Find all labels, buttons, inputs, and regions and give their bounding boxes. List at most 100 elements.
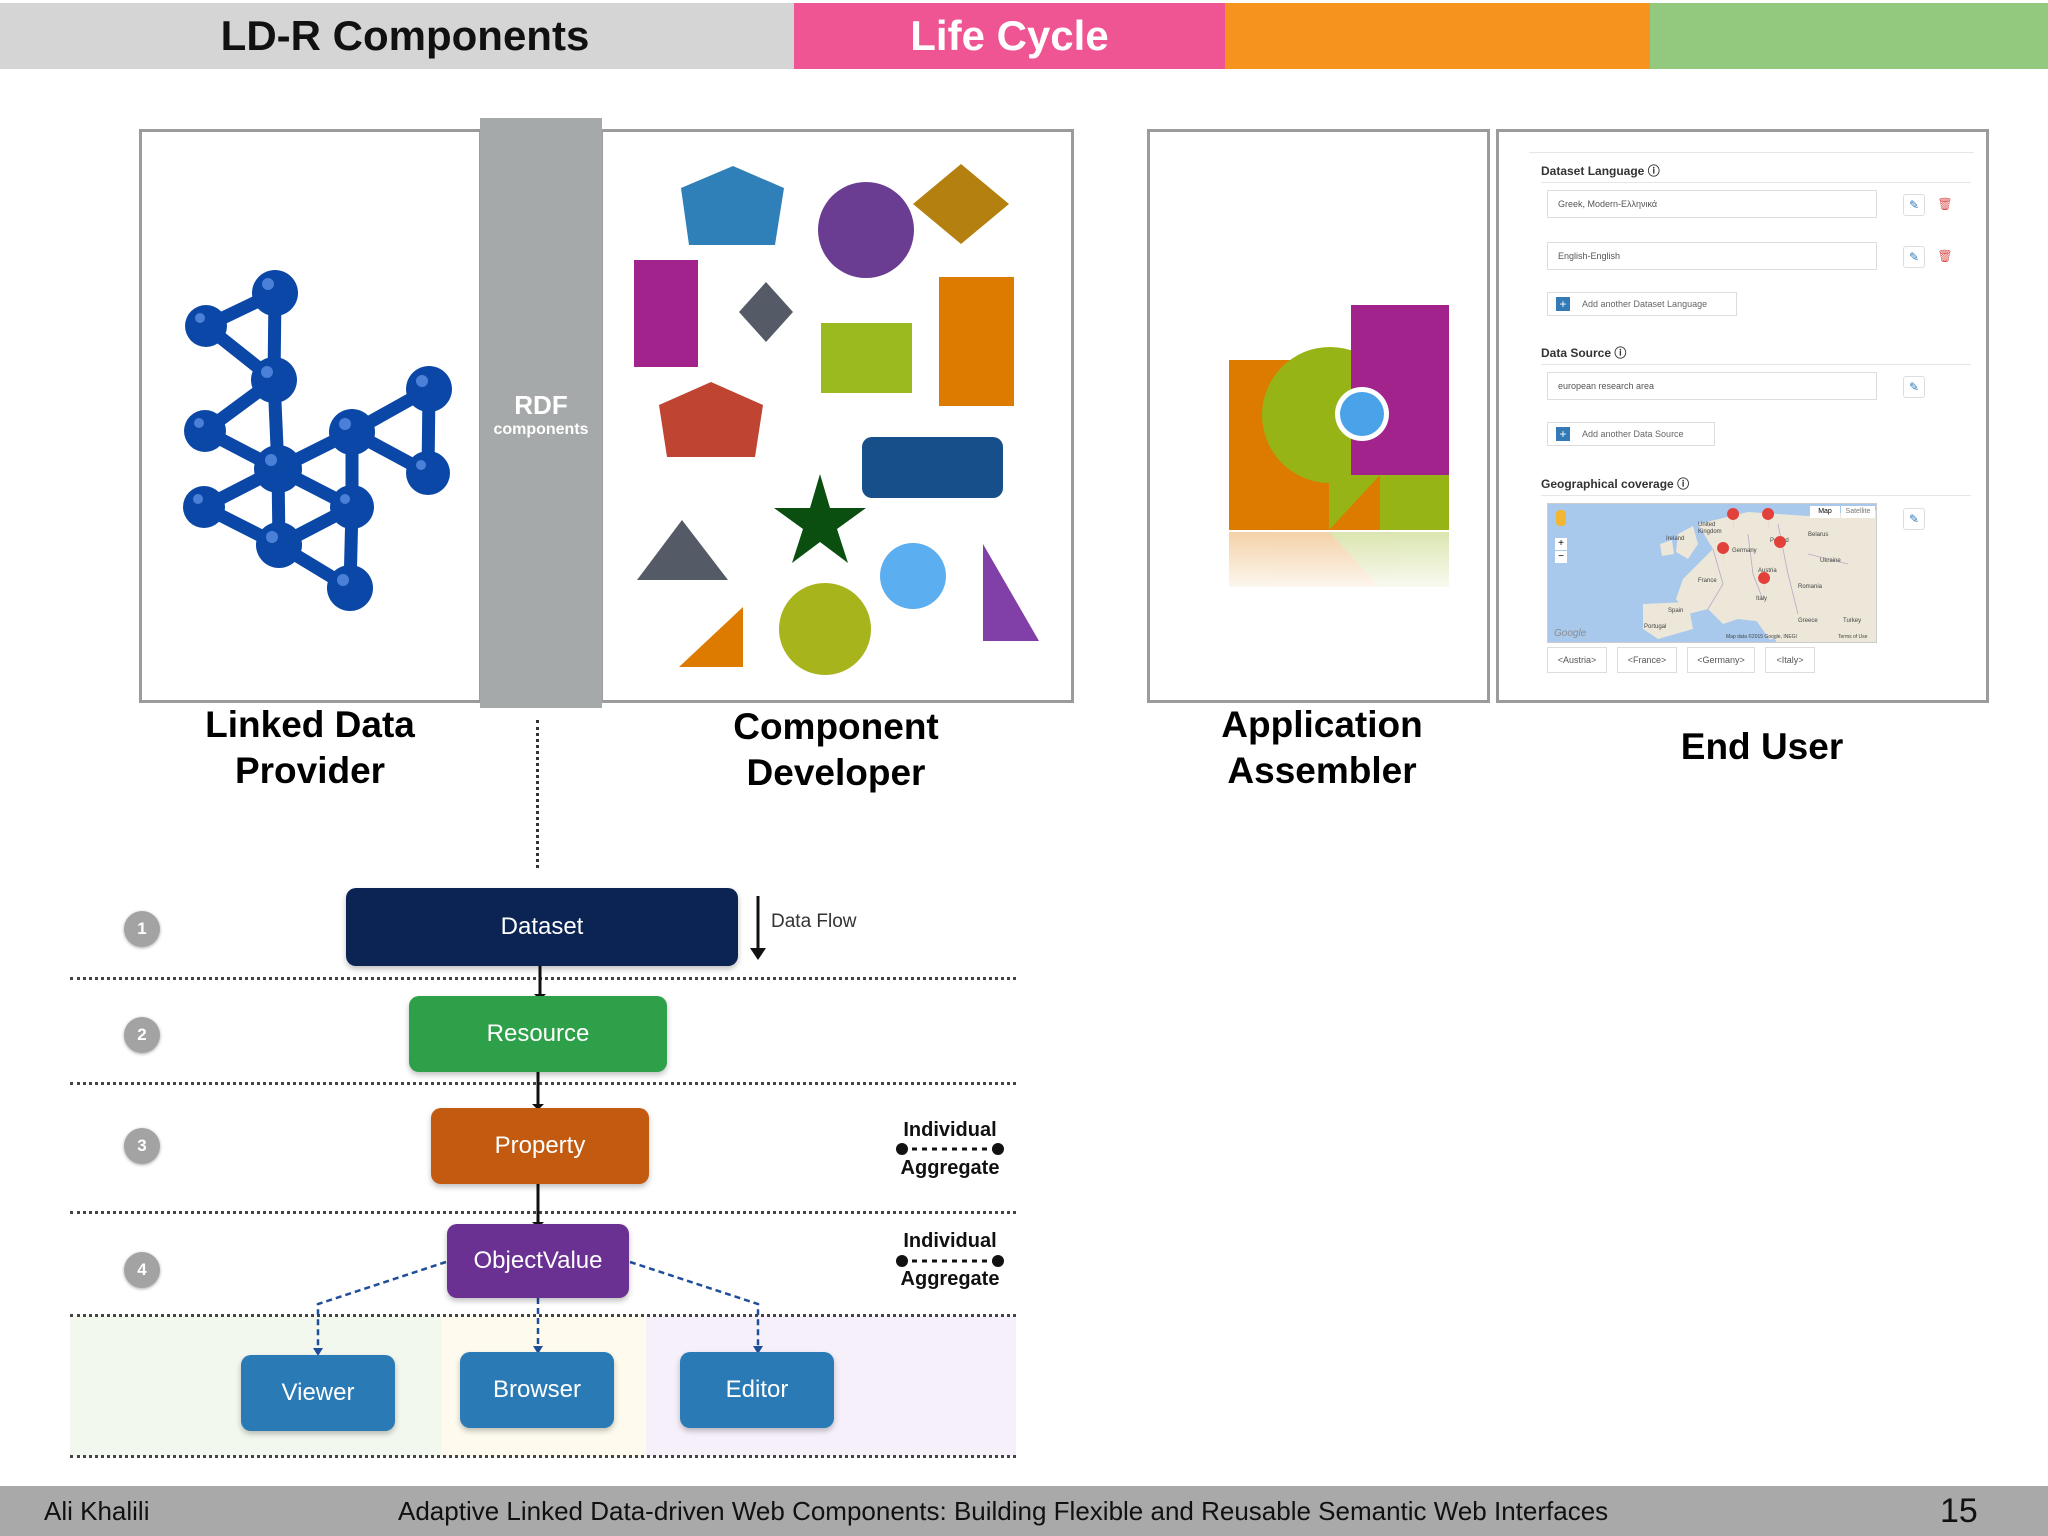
geographical-map[interactable]: + − Map Satellite Ireland United Kingdom… (1547, 503, 1877, 643)
tab-life-cycle-label: Life Cycle (910, 12, 1109, 59)
dataset-node[interactable]: Dataset (346, 888, 738, 966)
info-icon: ⓘ (1647, 164, 1660, 178)
rdf-connector (536, 720, 539, 868)
map-label-portugal: Portugal (1644, 624, 1667, 630)
step-badge-2: 2 (124, 1017, 160, 1053)
level-divider-2 (70, 1082, 1016, 1085)
tag-germany[interactable]: <Germany> (1687, 647, 1755, 673)
step-badge-4: 4 (124, 1252, 160, 1288)
level-divider-5 (70, 1455, 1016, 1458)
map-marker-icon (1762, 508, 1775, 534)
lime-rect-icon (821, 323, 912, 393)
delete-icon[interactable]: 🗑 (1937, 249, 1953, 263)
property-node[interactable]: Property (431, 1108, 649, 1184)
data-source-label: Data Source ⓘ (1541, 346, 1627, 360)
map-label-germany: Germany (1732, 548, 1757, 554)
dataset-language-input-1[interactable]: Greek, Modern-Ελληνικά (1547, 190, 1877, 218)
object-value-node[interactable]: ObjectValue (447, 1224, 629, 1298)
form-divider (1541, 495, 1971, 496)
blue-pentagon-icon (681, 166, 784, 245)
light-blue-circle-icon (880, 543, 946, 609)
map-markers (1717, 508, 1787, 598)
footer-bar (0, 1486, 2048, 1536)
rdf-subtitle: components (493, 421, 589, 438)
edit-icon[interactable]: ✎ (1903, 246, 1925, 268)
tag-italy[interactable]: <Italy> (1765, 647, 1815, 673)
zoom-in-button[interactable]: + (1555, 538, 1567, 550)
map-marker-icon (1758, 572, 1771, 598)
map-label-uk: United Kingdom (1698, 522, 1722, 535)
info-icon: ⓘ (1614, 346, 1627, 360)
green-star-icon (774, 474, 866, 563)
dataset-language-input-2[interactable]: English-English (1547, 242, 1877, 270)
component-developer-panel (600, 129, 1074, 703)
viewer-node[interactable]: Viewer (241, 1355, 395, 1431)
level-divider-3 (70, 1211, 1016, 1214)
browser-node[interactable]: Browser (460, 1352, 614, 1428)
google-logo: Google (1554, 628, 1587, 639)
form-divider (1541, 182, 1971, 183)
role-application-assembler: Application Assembler (1221, 704, 1423, 791)
edit-icon[interactable]: ✎ (1903, 508, 1925, 530)
rdf-graph-icon (183, 270, 452, 611)
info-icon: ⓘ (1677, 477, 1690, 491)
map-label-ireland: Ireland (1666, 536, 1685, 542)
level-divider-1 (70, 977, 1016, 980)
tab-life-cycle[interactable]: Life Cycle (794, 3, 1225, 69)
map-label-austria: Austria (1758, 568, 1777, 574)
map-attribution: Map data ©2015 Google, INEGI (1726, 634, 1797, 640)
data-source-input[interactable]: european research area (1547, 372, 1877, 400)
assembled-app-icon (1220, 305, 1460, 600)
map-label-greece: Greece (1798, 618, 1818, 624)
map-marker-icon (1727, 508, 1740, 534)
geographical-coverage-label: Geographical coverage ⓘ (1541, 477, 1690, 491)
editor-node[interactable]: Editor (680, 1352, 834, 1428)
map-type-map-button[interactable]: Map (1810, 506, 1840, 518)
delete-icon[interactable]: 🗑 (1937, 197, 1953, 211)
map-label-turkey: Turkey (1843, 618, 1862, 624)
pegman-icon[interactable] (1556, 510, 1566, 526)
end-user-panel: Dataset Language ⓘ Greek, Modern-Ελληνικ… (1496, 129, 1989, 703)
gray-diamond-icon (739, 282, 793, 342)
zoom-out-button[interactable]: − (1555, 551, 1567, 563)
gray-triangle-icon (637, 520, 728, 580)
tab-green[interactable] (1650, 3, 2048, 69)
map-terms-link[interactable]: Terms of Use (1838, 634, 1868, 640)
lime-circle-icon (779, 583, 871, 675)
form-divider (1541, 364, 1971, 365)
step-badge-1: 1 (124, 911, 160, 947)
map-label-spain: Spain (1668, 608, 1684, 614)
tag-austria[interactable]: <Austria> (1547, 647, 1607, 673)
rdf-components-bar: RDF components (480, 118, 602, 708)
dataset-language-label: Dataset Language ⓘ (1541, 164, 1660, 178)
role-end-user: End User (1680, 726, 1844, 767)
data-flow-label: Data Flow (771, 911, 857, 932)
map-type-satellite-button[interactable]: Satellite (1841, 506, 1875, 518)
tab-orange[interactable] (1225, 3, 1650, 69)
resource-node[interactable]: Resource (409, 996, 667, 1072)
tab-ld-r-components[interactable]: LD-R Components (0, 3, 794, 69)
purple-circle-icon (818, 182, 914, 278)
application-assembler-panel (1147, 129, 1490, 703)
tag-france[interactable]: <France> (1617, 647, 1677, 673)
add-dataset-language-button[interactable]: + Add another Dataset Language (1547, 292, 1737, 316)
add-data-source-button[interactable]: + Add another Data Source (1547, 422, 1715, 446)
step-badge-3: 3 (124, 1128, 160, 1164)
orange-rect-icon (939, 277, 1014, 406)
edit-icon[interactable]: ✎ (1903, 376, 1925, 398)
map-label-france: France (1698, 578, 1717, 584)
individual-aggregate-legend-1: Individual Aggregate (900, 1119, 1000, 1179)
level-divider-4 (70, 1314, 1016, 1317)
ochre-diamond-icon (913, 164, 1009, 244)
orange-triangle-icon (679, 607, 743, 667)
plus-icon: + (1556, 297, 1570, 311)
footer-title: Adaptive Linked Data-driven Web Componen… (398, 1496, 1609, 1526)
individual-aggregate-legend-2: Individual Aggregate (900, 1230, 1000, 1290)
map-marker-icon (1774, 536, 1787, 562)
rdf-title: RDF (514, 390, 568, 420)
edit-icon[interactable]: ✎ (1903, 194, 1925, 216)
map-label-ukraine: Ukraine (1820, 558, 1841, 564)
map-label-italy: Italy (1756, 596, 1768, 602)
component-shapes-icon (634, 164, 1039, 675)
footer-author: Ali Khalili (44, 1496, 150, 1526)
